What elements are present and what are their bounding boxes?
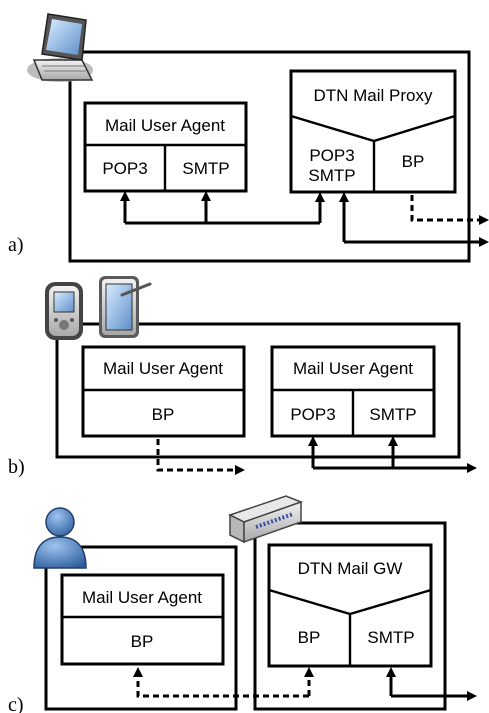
panel-c: Mail User Agent BP DTN Mail GW BP SMTP c…	[8, 495, 477, 713]
panel-b-mail-user-agent-2: Mail User Agent POP3 SMTP	[270, 345, 436, 438]
panel-c-gw-title: DTN Mail GW	[298, 559, 403, 578]
panel-a-proxy-smtp: SMTP	[308, 166, 355, 185]
panel-a-mua-pop3: POP3	[102, 159, 147, 178]
gateway-device-icon	[228, 495, 304, 544]
panel-b-mail-user-agent-1: Mail User Agent BP	[81, 345, 246, 438]
panel-c-mua-title: Mail User Agent	[82, 588, 202, 607]
panel-a-label: a)	[8, 234, 24, 256]
panel-b-mua2-title: Mail User Agent	[293, 359, 413, 378]
panel-a-mua-smtp: SMTP	[182, 159, 229, 178]
panel-c-label: c)	[8, 694, 24, 713]
panel-b-mua1-bp: BP	[152, 405, 175, 424]
laptop-icon	[27, 13, 94, 82]
pda-icon	[45, 282, 83, 340]
panel-b: Mail User Agent BP Mail User Agent POP3 …	[8, 276, 477, 478]
tablet-icon	[99, 276, 152, 338]
panel-c-connections	[133, 667, 477, 701]
panel-a-dtn-mail-proxy: DTN Mail Proxy POP3 SMTP BP	[289, 69, 457, 194]
user-icon	[33, 507, 87, 569]
panel-a-proxy-pop3: POP3	[309, 146, 354, 165]
panel-c-mua-bp: BP	[131, 632, 154, 651]
panel-b-label: b)	[8, 456, 25, 478]
panel-a: Mail User Agent POP3 SMTP DTN Mail Proxy…	[8, 13, 489, 263]
panel-a-mua-title: Mail User Agent	[105, 116, 225, 135]
panel-c-mail-user-agent: Mail User Agent BP	[60, 573, 225, 666]
panel-c-gw-bp: BP	[298, 628, 321, 647]
panel-a-proxy-title: DTN Mail Proxy	[313, 86, 433, 105]
panel-a-connections	[120, 191, 489, 247]
panel-c-dtn-mail-gw: DTN Mail GW BP SMTP	[267, 543, 433, 668]
panel-a-proxy-bp: BP	[402, 152, 425, 171]
panel-b-mua2-pop3: POP3	[290, 405, 335, 424]
panel-a-mail-user-agent: Mail User Agent POP3 SMTP	[83, 101, 248, 193]
panel-b-mua1-title: Mail User Agent	[103, 359, 223, 378]
panel-b-mua2-smtp: SMTP	[369, 405, 416, 424]
panel-b-connections	[156, 436, 477, 475]
panel-c-gw-smtp: SMTP	[367, 628, 414, 647]
